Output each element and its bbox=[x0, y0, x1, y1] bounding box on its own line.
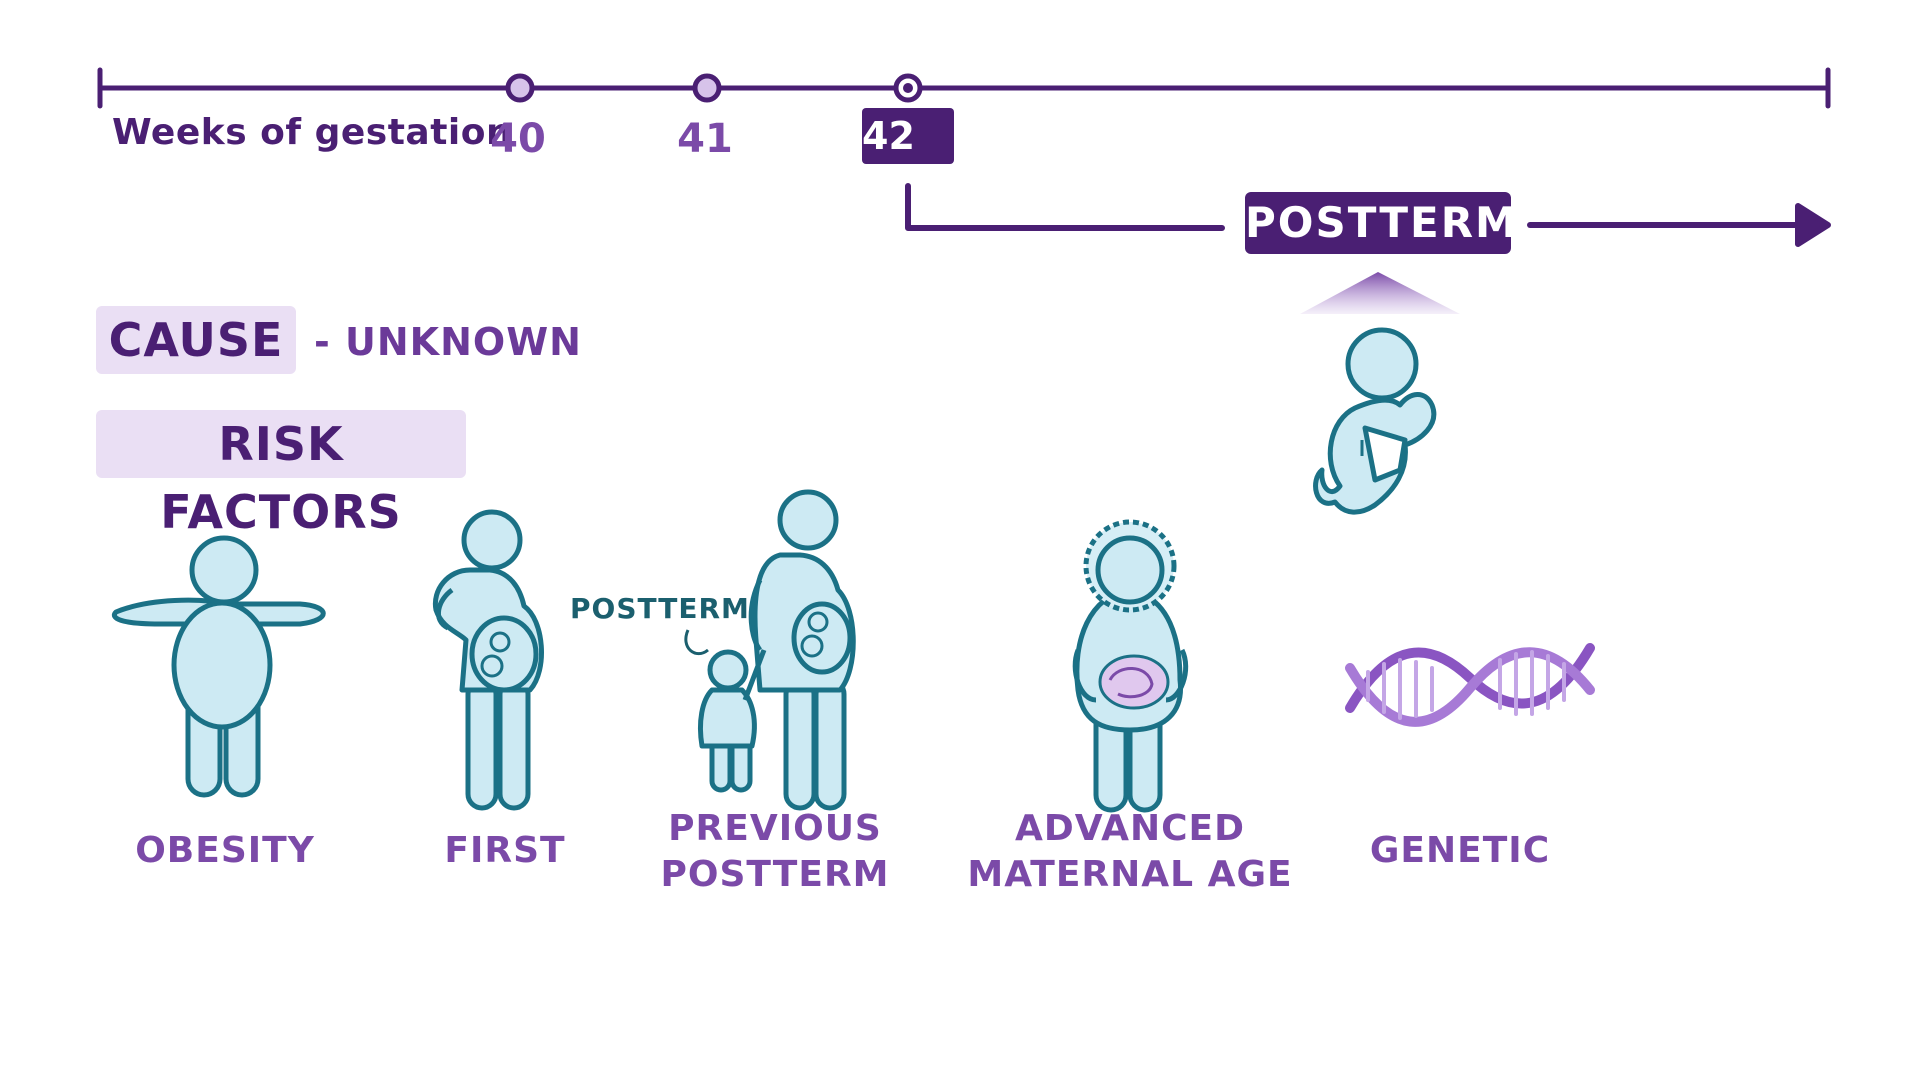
dna-helix-icon bbox=[1345, 643, 1595, 727]
factor-advanced-maternal-age-label: ADVANCED MATERNAL AGE bbox=[967, 808, 1293, 895]
cause-value: - UNKNOWN bbox=[314, 320, 582, 364]
pregnant-woman-icon bbox=[432, 509, 544, 811]
postterm-label: POSTTERM bbox=[1245, 192, 1517, 254]
factor-first-label: FIRST bbox=[444, 830, 566, 871]
cause-heading: CAUSE bbox=[96, 306, 296, 374]
timeline-axis bbox=[97, 67, 1831, 109]
week-41-label: 41 bbox=[677, 116, 733, 162]
older-pregnant-woman-icon bbox=[1072, 519, 1189, 813]
week-40-marker bbox=[505, 73, 535, 103]
baby-icon bbox=[1313, 327, 1437, 515]
spotlight-beam bbox=[1300, 272, 1460, 314]
week-41-marker bbox=[692, 73, 722, 103]
mother-and-child-icon bbox=[697, 489, 856, 811]
week-42-label: 42 bbox=[862, 108, 954, 164]
postterm-arrow bbox=[905, 183, 1831, 247]
factor-previous-postterm-label: PREVIOUS POSTTERM bbox=[660, 808, 890, 895]
factor-obesity-label: OBESITY bbox=[135, 830, 315, 871]
previous-postterm-note: POSTTERM bbox=[570, 592, 750, 625]
note-pointer bbox=[684, 629, 709, 656]
week-40-label: 40 bbox=[490, 116, 546, 162]
risk-factors-heading: RISK FACTORS bbox=[96, 410, 466, 539]
obese-person-icon bbox=[112, 535, 326, 798]
timeline-axis-label: Weeks of gestation bbox=[112, 112, 513, 153]
factor-genetic-label: GENETIC bbox=[1369, 830, 1551, 871]
